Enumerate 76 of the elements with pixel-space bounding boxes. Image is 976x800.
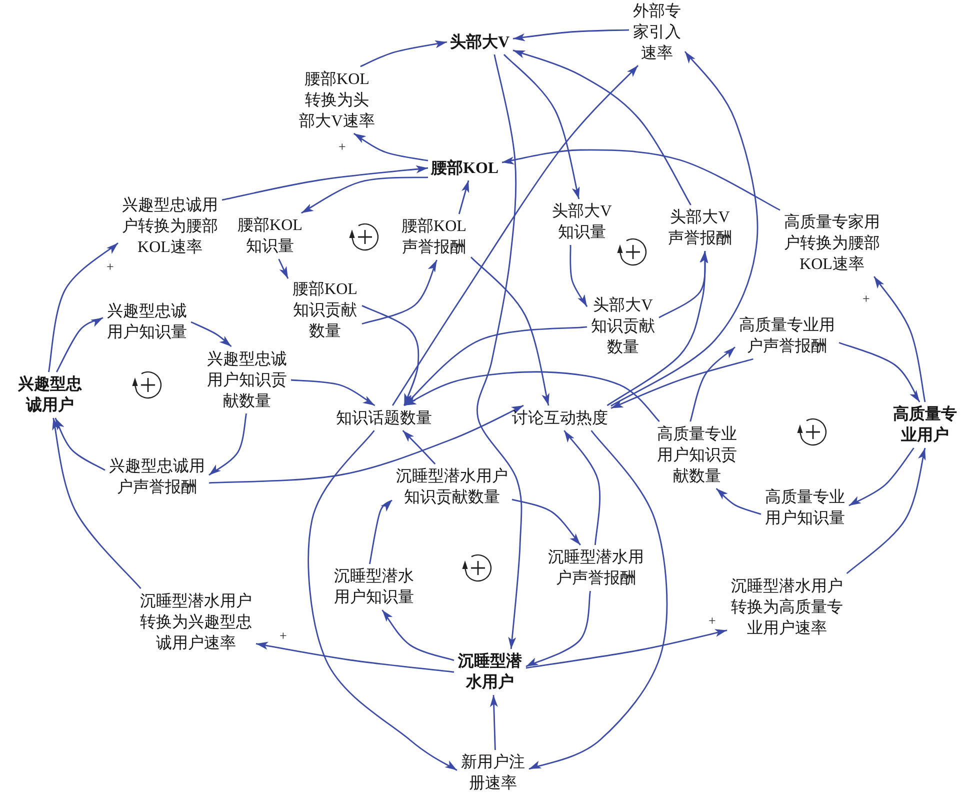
causal-arrow bbox=[690, 346, 736, 422]
causal-arrow bbox=[874, 276, 926, 402]
causal-arrow bbox=[512, 29, 630, 42]
causal-arrow bbox=[382, 610, 454, 661]
variable-label: 沉睡型潜水用户转换为高质量专业用户速率 bbox=[730, 576, 844, 638]
causal-arrow bbox=[56, 317, 104, 372]
causal-arrow bbox=[54, 418, 106, 471]
causal-arrow bbox=[490, 694, 498, 750]
causal-arrow bbox=[502, 149, 780, 211]
causal-arrow bbox=[278, 258, 289, 279]
causal-arrow bbox=[458, 180, 470, 214]
causal-arrow bbox=[610, 358, 754, 409]
variable-label: 沉睡型潜水用户声誉报酬 bbox=[547, 547, 645, 589]
causal-arrow bbox=[404, 371, 660, 422]
causal-arrow bbox=[564, 430, 600, 546]
causal-arrow bbox=[528, 430, 668, 770]
stock-label: 头部大V bbox=[450, 32, 510, 52]
causal-arrow bbox=[404, 326, 588, 406]
causal-arrow bbox=[512, 498, 581, 546]
stock-label: 沉睡型潜水用户 bbox=[457, 651, 523, 693]
causal-arrow bbox=[190, 321, 232, 348]
causal-arrow bbox=[362, 304, 420, 406]
causal-arrow bbox=[610, 51, 758, 407]
variable-label: 兴趣型忠诚用户声誉报酬 bbox=[108, 456, 206, 498]
causal-arrow bbox=[308, 430, 458, 771]
causal-arrow bbox=[470, 256, 550, 406]
causal-arrow bbox=[504, 54, 580, 200]
variable-label: 头部大V知识贡献数量 bbox=[590, 294, 656, 358]
variable-label: 高质量专业用户知识贡献数量 bbox=[656, 424, 738, 486]
causal-arrow bbox=[526, 629, 728, 669]
variable-label: 沉睡型潜水用户知识贡献数量 bbox=[395, 466, 509, 508]
causal-arrow bbox=[208, 404, 524, 484]
causal-arrow bbox=[208, 413, 247, 476]
causal-arrow bbox=[402, 430, 436, 464]
variable-label: 知识话题数量 bbox=[336, 408, 432, 428]
causal-arrow bbox=[52, 418, 142, 589]
variable-label: 兴趣型忠诚用户知识贡献数量 bbox=[206, 348, 288, 412]
variable-label: 新用户注册速率 bbox=[460, 752, 526, 794]
stock-label: 兴趣型忠诚用户 bbox=[17, 374, 83, 416]
variable-label: 外部专家引入速率 bbox=[632, 0, 682, 64]
variable-label: 腰部KOL转换为头部大V速率 bbox=[298, 68, 376, 132]
causal-arrow bbox=[658, 250, 708, 318]
stock-label: 高质量专业用户 bbox=[892, 404, 958, 446]
variable-label: 沉睡型潜水用户转换为兴趣型忠诚用户速率 bbox=[139, 590, 253, 654]
causal-arrow bbox=[570, 244, 588, 307]
stock-label: 腰部KOL bbox=[431, 158, 499, 178]
causal-arrow bbox=[48, 242, 118, 372]
variable-label: 高质量专业用户声誉报酬 bbox=[738, 315, 836, 357]
causal-arrow bbox=[606, 250, 709, 406]
variable-label: 腰部KOL声誉报酬 bbox=[400, 216, 468, 258]
variable-label: 高质量专业用户知识量 bbox=[764, 487, 846, 529]
variable-label: 头部大V声誉报酬 bbox=[667, 207, 733, 249]
variable-label: 兴趣型忠诚用户转换为腰部KOL速率 bbox=[121, 194, 219, 258]
causal-arrow bbox=[716, 488, 762, 515]
variable-label: 头部大V知识量 bbox=[551, 201, 613, 243]
causal-arrow bbox=[369, 500, 392, 564]
variable-label: 高质量专家用户转换为腰部KOL速率 bbox=[783, 212, 881, 274]
causal-arrow bbox=[222, 165, 428, 201]
causal-arrow bbox=[512, 50, 692, 206]
causal-arrow bbox=[353, 132, 428, 162]
causal-arrow bbox=[476, 54, 522, 650]
causal-arrow bbox=[848, 448, 914, 506]
variable-label: 讨论互动热度 bbox=[512, 408, 608, 428]
variable-label: 沉睡型潜水用户知识量 bbox=[333, 566, 415, 608]
causal-arrow bbox=[846, 448, 926, 574]
causal-arrow bbox=[362, 260, 438, 325]
causal-arrow bbox=[301, 176, 428, 214]
causal-arrow bbox=[360, 40, 448, 68]
variable-label: 腰部KOL知识量 bbox=[237, 215, 303, 257]
causal-arrow bbox=[392, 65, 638, 406]
variable-label: 兴趣型忠诚用户知识量 bbox=[106, 301, 188, 343]
causal-arrow bbox=[256, 642, 454, 673]
variable-label: 腰部KOL知识贡献数量 bbox=[291, 278, 359, 342]
causal-arrow bbox=[290, 379, 376, 406]
causal-arrow bbox=[526, 590, 591, 668]
causal-arrow bbox=[838, 342, 920, 402]
